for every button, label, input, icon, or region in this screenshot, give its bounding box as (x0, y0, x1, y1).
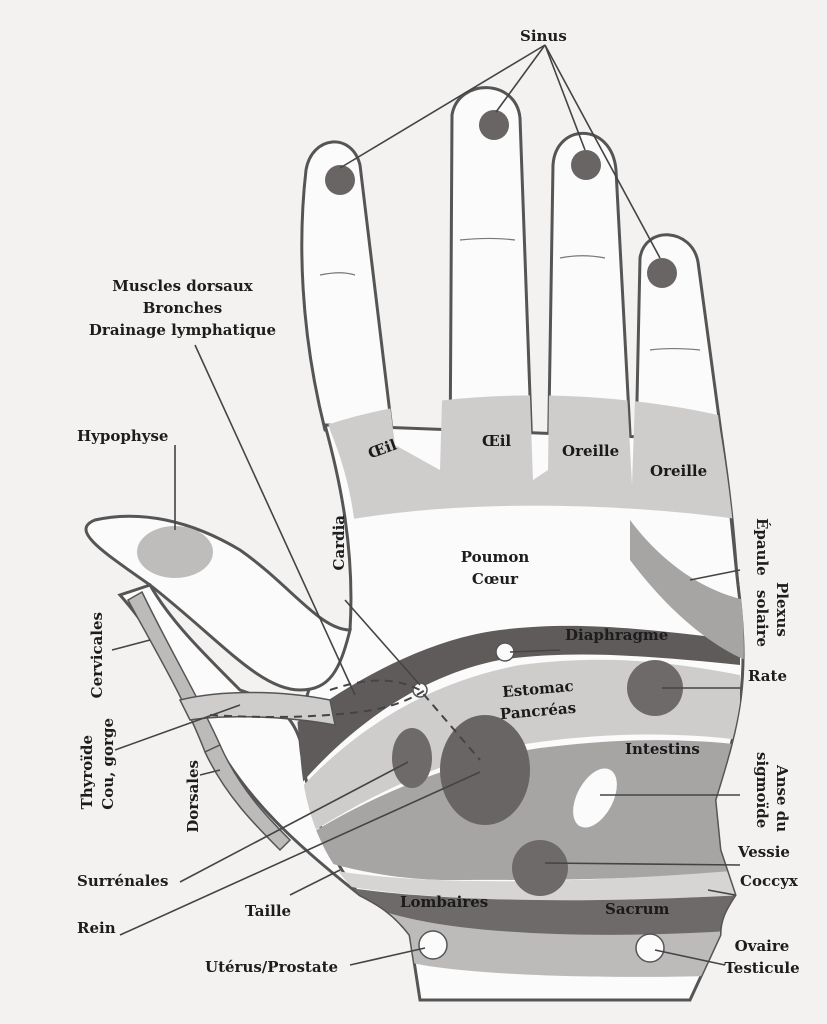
spot-surrenales (392, 728, 432, 788)
label-cou-gorge: Cou, gorge (99, 718, 117, 810)
label-thyroide: Thyroïde (78, 735, 96, 810)
zone-dorsales (204, 743, 292, 852)
label-plexus: Plexus (773, 582, 791, 637)
index-finger (300, 140, 397, 458)
label-sinus: Sinus (520, 27, 567, 45)
label-uterus-prostate: Utérus/Prostate (205, 958, 339, 976)
zone-shoulder (630, 520, 744, 660)
spot-sinus-3 (571, 150, 601, 180)
spot-sinus-2 (479, 110, 509, 140)
zone-intestines (300, 740, 744, 880)
spot-rate (627, 660, 683, 716)
spot-ovaire (635, 933, 665, 963)
label-epaule: Épaule (753, 518, 771, 576)
spot-sigmoide (573, 768, 617, 828)
middle-finger (448, 86, 535, 482)
label-rein: Rein (77, 919, 116, 937)
spot-hypophyse (137, 526, 213, 578)
zone-diaphragm (297, 625, 740, 810)
spot-sinus-1 (325, 165, 355, 195)
zone-eyes-ears (300, 395, 744, 525)
pointer-lines (111, 44, 741, 966)
label-oreille-2: Oreille (650, 462, 708, 480)
label-testicule: Testicule (724, 959, 800, 977)
label-diaphragme: Diaphragme (565, 626, 669, 644)
label-ovaire: Ovaire (734, 937, 790, 955)
label-muscles-dorsaux: Muscles dorsaux (112, 277, 253, 295)
spot-uterus (418, 930, 448, 960)
label-taille: Taille (245, 902, 292, 920)
spot-sinus-4 (647, 258, 677, 288)
label-hypophyse: Hypophyse (77, 427, 169, 445)
label-oreille-1: Oreille (562, 442, 620, 460)
spot-cardia (412, 682, 428, 698)
label-oeil-2: Œil (482, 432, 512, 450)
label-drainage-lymphatique: Drainage lymphatique (88, 321, 277, 339)
label-sigmoide: sigmoïde (753, 752, 771, 829)
spot-pancreas (440, 715, 530, 825)
spot-vessie (512, 840, 568, 896)
label-bronches: Bronches (142, 299, 223, 317)
dashed-line (209, 679, 481, 761)
label-cervicales: Cervicales (88, 612, 106, 699)
zone-stomach (297, 659, 740, 840)
finger-creases (319, 237, 701, 351)
label-anse-du: Anse du (773, 765, 791, 833)
label-intestins: Intestins (625, 740, 700, 758)
label-sacrum: Sacrum (605, 900, 670, 918)
label-coccyx: Coccyx (740, 872, 798, 890)
label-vessie: Vessie (738, 843, 790, 861)
label-rate: Rate (748, 667, 788, 685)
label-dorsales: Dorsales (184, 760, 202, 833)
label-coeur: Cœur (471, 570, 519, 588)
label-solaire: solaire (753, 590, 771, 648)
label-cardia: Cardia (330, 515, 348, 571)
label-surrenales: Surrénales (77, 872, 169, 890)
label-poumon: Poumon (460, 548, 530, 566)
label-lombaires: Lombaires (400, 893, 489, 911)
